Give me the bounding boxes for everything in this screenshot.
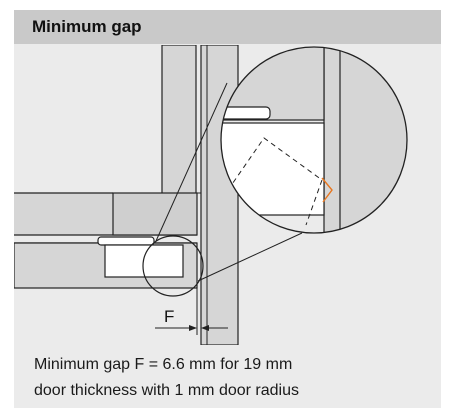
minimum-gap-panel: Minimum gap <box>14 10 441 408</box>
dimension-arrow-icon <box>155 288 228 335</box>
caption-line-2: door thickness with 1 mm door radius <box>34 382 299 399</box>
panel-title: Minimum gap <box>32 17 142 36</box>
magnifier-circle-icon <box>220 46 408 234</box>
detail-marker-circle <box>142 235 204 297</box>
caption: Minimum gap F = 6.6 mm for 19 mm door th… <box>34 352 299 404</box>
minimum-gap-diagram: F <box>14 45 408 345</box>
cabinet-side-panel <box>200 45 239 345</box>
caption-line-1: Minimum gap F = 6.6 mm for 19 mm <box>34 356 293 373</box>
magnifier-connector-lines <box>155 82 303 282</box>
dimension-label-f: F <box>164 307 174 326</box>
door-vertical <box>14 45 197 206</box>
panel-header: Minimum gap <box>14 10 441 44</box>
